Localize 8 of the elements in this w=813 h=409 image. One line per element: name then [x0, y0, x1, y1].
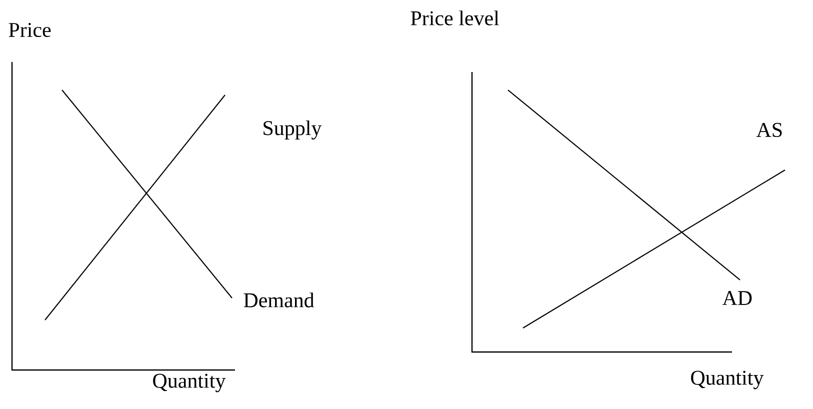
axis-label: Price: [8, 22, 51, 38]
axis-label: Quantity: [691, 370, 764, 390]
curve-label: Supply: [264, 120, 322, 140]
axis-label: Quantity: [153, 374, 226, 392]
curve-label: AS: [756, 122, 782, 138]
axis-label: Price level: [410, 10, 499, 26]
curve-label: Demand: [244, 292, 314, 308]
curve-label: AD: [722, 291, 752, 305]
